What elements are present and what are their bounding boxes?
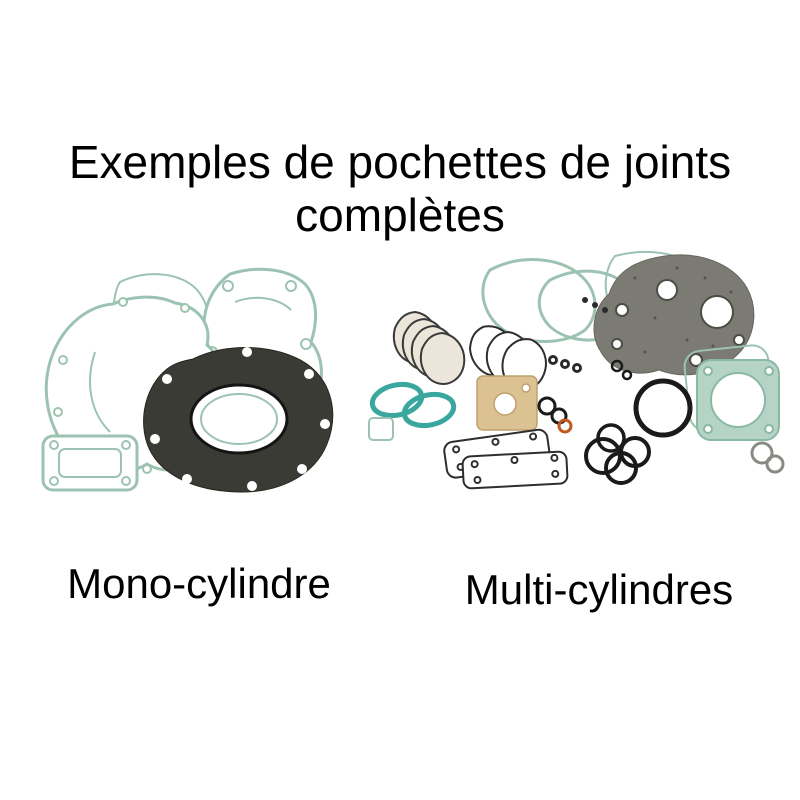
multi-cylinder-kit-image: [365, 248, 795, 523]
stacked-gaskets: [392, 310, 466, 385]
rect-base-gaskets: [443, 428, 569, 490]
o-rings: [537, 359, 693, 485]
clutch-cover-gasket: [143, 347, 334, 493]
gray-rings: [750, 441, 785, 474]
caption-multi-cylindres: Multi-cylindres: [464, 566, 734, 613]
page-title: Exemples de pochettes de joints complète…: [0, 136, 800, 243]
speckled-crankcase-gasket: [593, 254, 755, 376]
teal-plate-gasket: [683, 344, 780, 441]
page-title-line1: Exemples de pochettes de joints: [68, 136, 732, 188]
caption-mono-cylindre: Mono-cylindre: [67, 560, 331, 607]
mono-cylinder-kit-image: [25, 262, 370, 527]
orange-ring: [557, 418, 573, 434]
reed-valve-gasket: [41, 434, 139, 492]
teal-oval-seals: [368, 381, 457, 441]
washers: [548, 355, 582, 373]
tan-gasket: [476, 375, 538, 431]
page-title-line2: complètes: [295, 189, 505, 242]
small-seal-dots: [582, 297, 608, 313]
mono-kit-drawing: [41, 267, 334, 493]
multi-kit-drawing: [368, 251, 785, 490]
